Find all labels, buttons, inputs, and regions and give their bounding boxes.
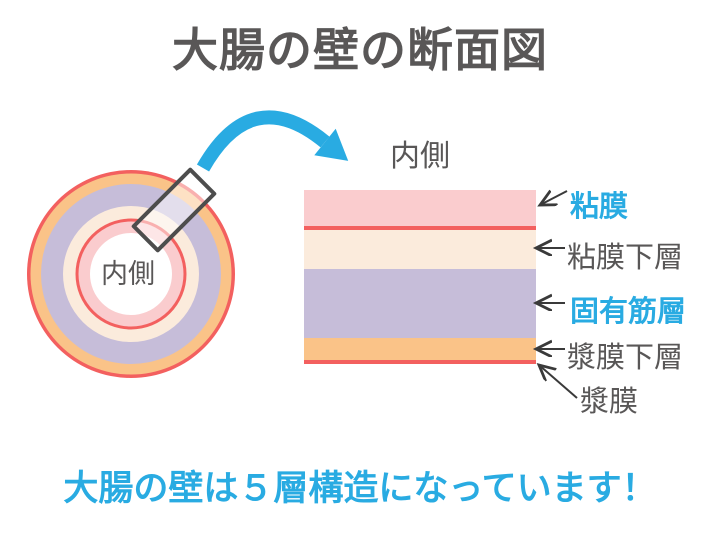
pointer-arrow-mucosa [540, 191, 568, 205]
lumen-center [90, 233, 172, 315]
label-submucosa: 粘膜下層 [567, 242, 684, 274]
layer-mucosa [304, 190, 536, 226]
layer-serosa [304, 360, 536, 364]
label-mucosa: 粘膜 [570, 191, 629, 223]
layer-muscularis [304, 269, 536, 338]
layer-stack [304, 190, 536, 364]
label-muscularis: 固有筋層 [570, 296, 687, 328]
inner-side-label-top: 内側 [390, 140, 450, 173]
label-subserosa: 漿膜下層 [567, 342, 684, 374]
caption: 大腸の壁は５層構造になっています！ [63, 469, 657, 508]
layer-submucosa [304, 230, 536, 269]
inner-side-label-circle: 内側 [101, 259, 155, 289]
layer-mucosa-outline [304, 226, 536, 230]
page-title: 大腸の壁の断面図 [172, 24, 548, 76]
layer-subserosa [304, 338, 536, 360]
label-serosa: 漿膜 [580, 386, 639, 418]
